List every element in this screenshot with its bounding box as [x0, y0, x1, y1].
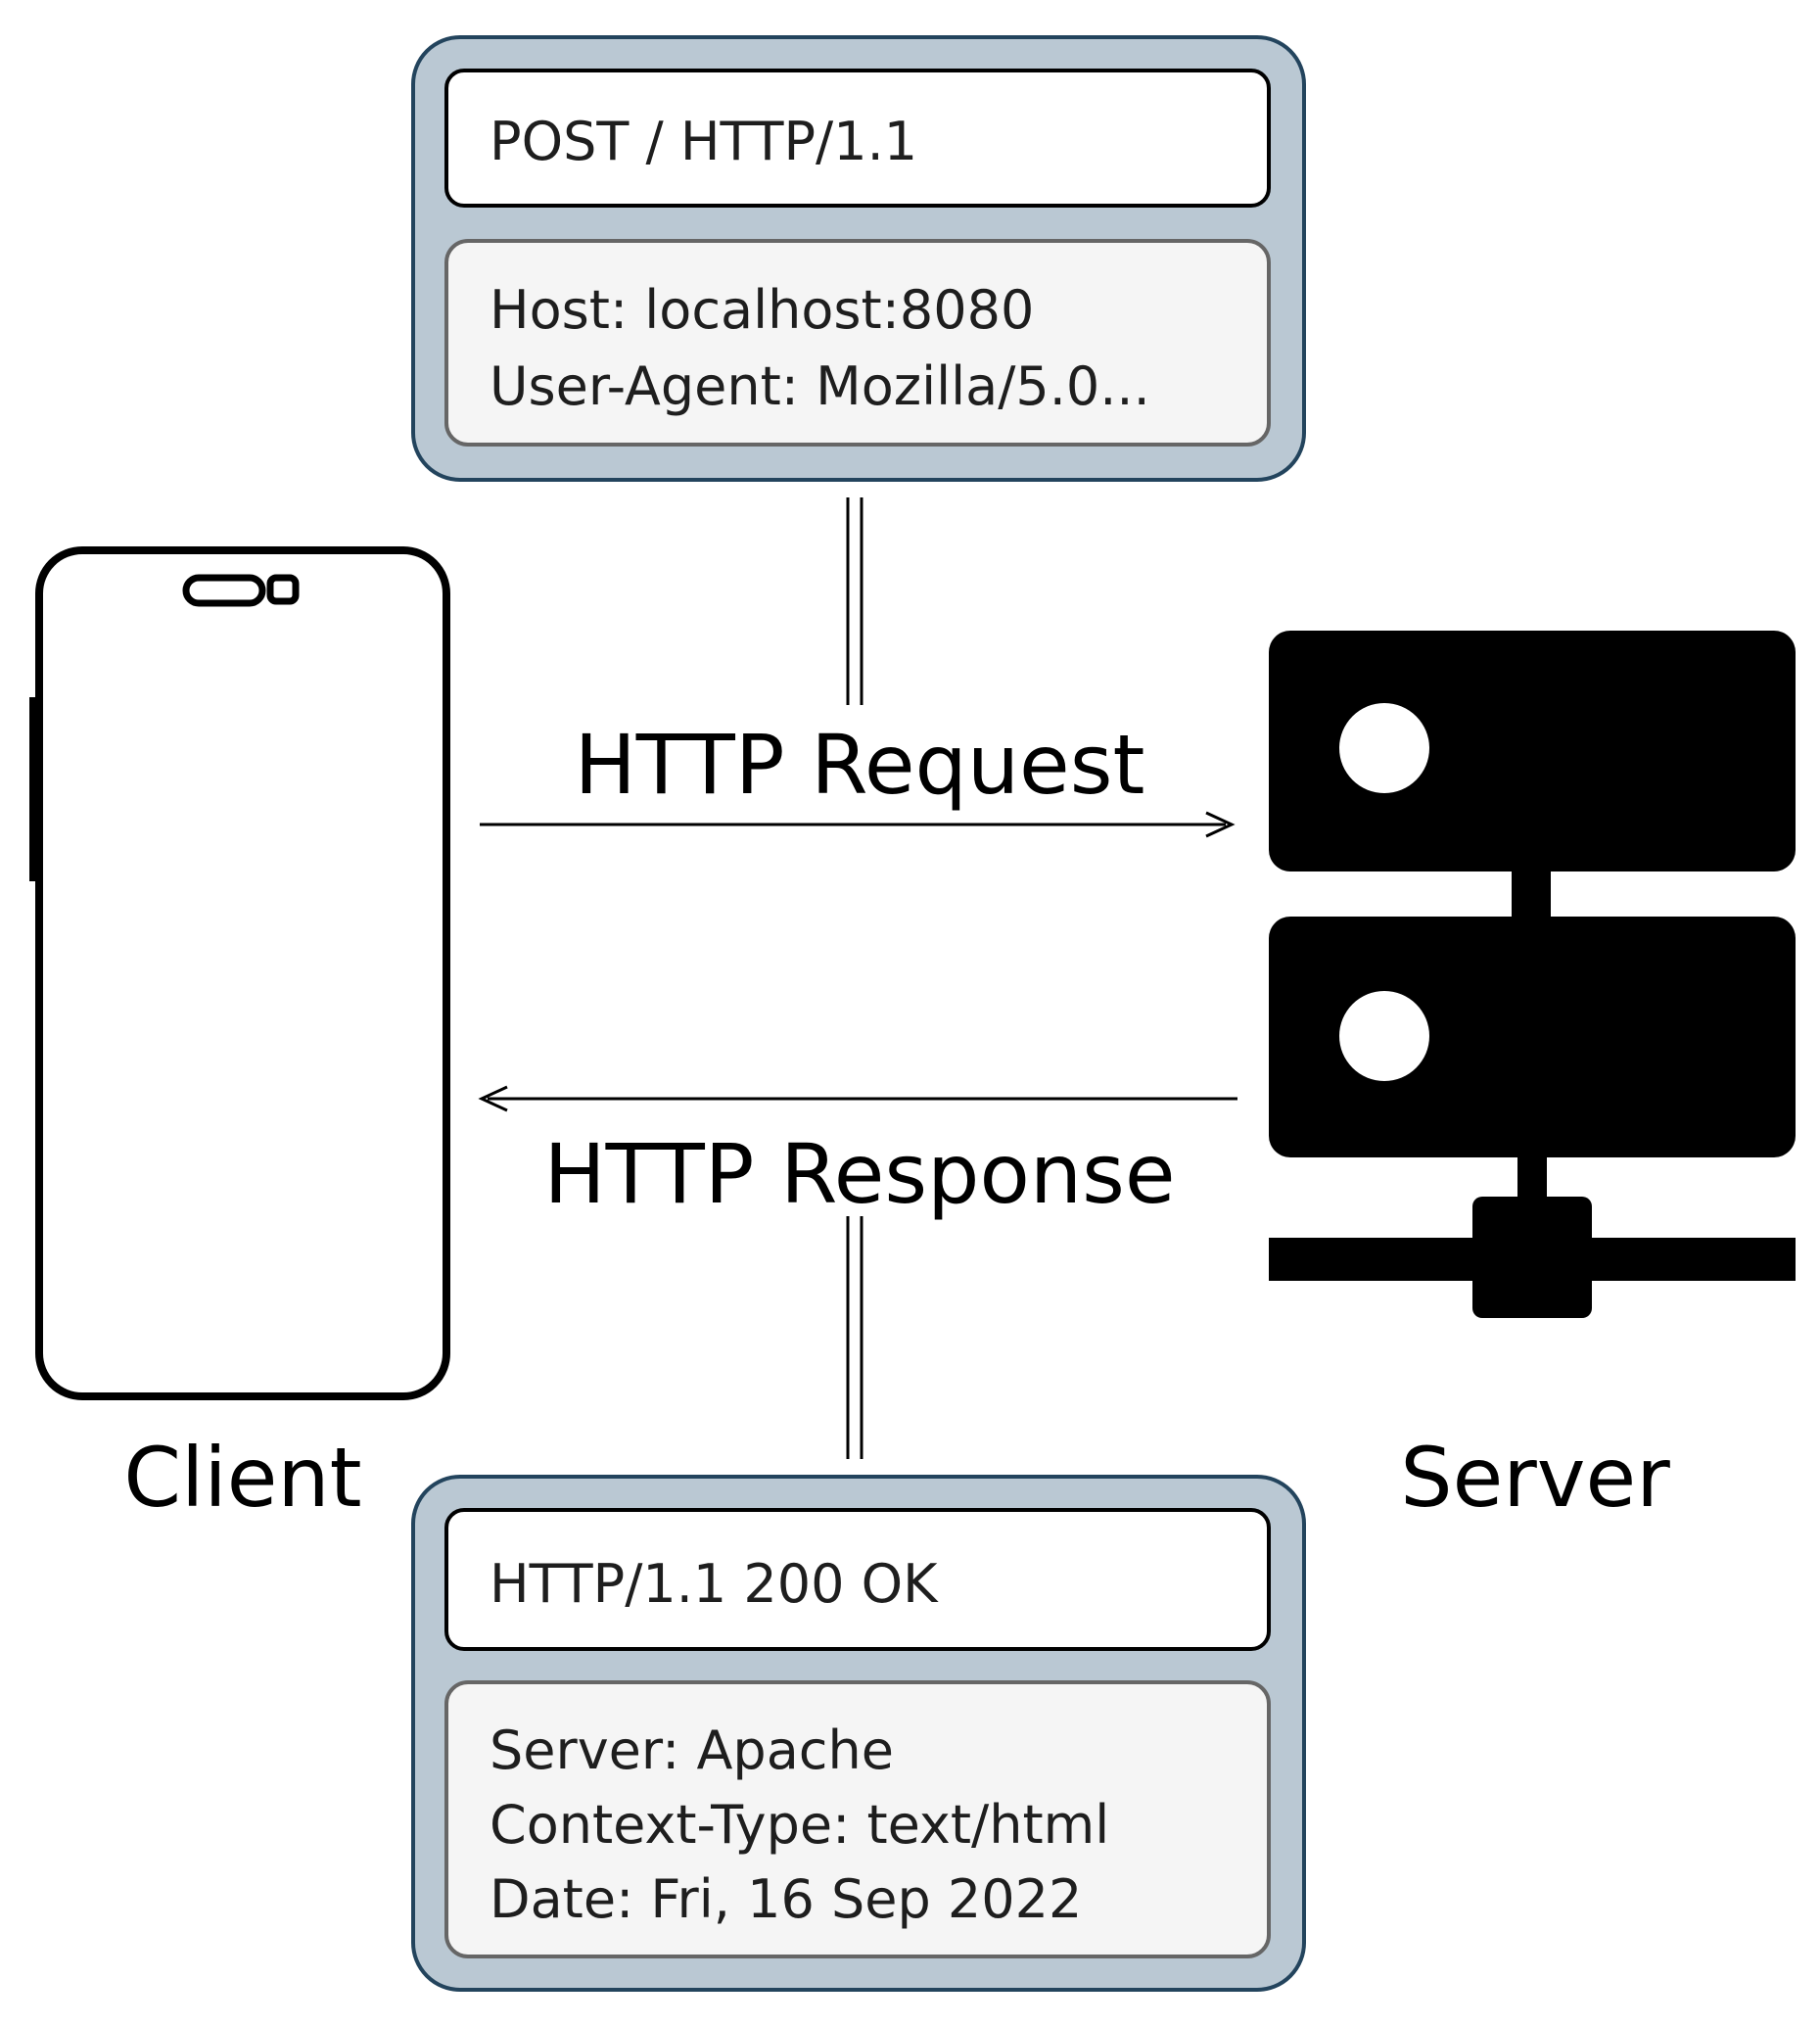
response-arrow-label: HTTP Response [543, 1126, 1175, 1222]
response-status-line-box [444, 1508, 1271, 1651]
phone-body [35, 546, 450, 1400]
response-arrow: HTTP Response [478, 1085, 1237, 1222]
request-header-user-agent: User-Agent: Mozilla/5.0... [490, 355, 1150, 417]
response-arrowhead [478, 1085, 508, 1112]
phone-camera-dot [266, 574, 300, 605]
response-header-content-type: Context-Type: text/html [490, 1794, 1109, 1856]
server-link-top [1512, 870, 1551, 920]
server-unit-top [1269, 631, 1796, 872]
server-unit-bottom-light [1339, 991, 1429, 1081]
response-status-line: HTTP/1.1 200 OK [490, 1553, 939, 1615]
server-rack-icon [1269, 631, 1796, 1318]
response-headers-box [444, 1680, 1271, 1958]
server-unit-top-light [1339, 703, 1429, 793]
request-start-line: POST / HTTP/1.1 [490, 111, 917, 172]
server-link-bottom [1517, 1155, 1547, 1201]
request-message-box: POST / HTTP/1.1 Host: localhost:8080 Use… [411, 35, 1306, 482]
response-message-box: HTTP/1.1 200 OK Server: Apache Context-T… [411, 1475, 1306, 1992]
server-unit-bottom [1269, 917, 1796, 1157]
request-header-host: Host: localhost:8080 [490, 279, 1034, 341]
phone-camera-pill [182, 574, 266, 607]
server-network-bar [1269, 1238, 1796, 1281]
response-header-date: Date: Fri, 16 Sep 2022 [490, 1868, 1082, 1930]
request-arrow: HTTP Request [480, 717, 1236, 838]
response-header-server: Server: Apache [490, 1720, 894, 1781]
request-connector [846, 497, 863, 705]
request-start-line-box [444, 69, 1271, 208]
server-label: Server [1400, 1430, 1670, 1526]
request-arrowhead [1205, 811, 1236, 838]
response-connector [846, 1216, 863, 1459]
smartphone-icon [29, 546, 450, 1400]
request-headers-box [444, 239, 1271, 447]
request-arrow-label: HTTP Request [575, 717, 1145, 813]
client-label: Client [123, 1430, 361, 1526]
